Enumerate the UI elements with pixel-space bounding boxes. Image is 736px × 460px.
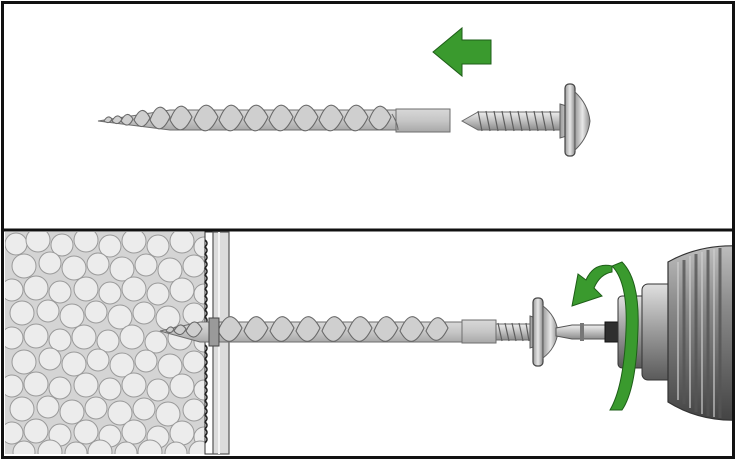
spiral-anchor-bottom (159, 316, 497, 347)
insulation-layer (5, 232, 205, 454)
screw-top (460, 83, 591, 157)
top-panel (97, 26, 591, 157)
arrow-left-icon (432, 26, 492, 78)
spiral-anchor-top (97, 104, 451, 133)
driver-bit (555, 321, 620, 343)
bottom-panel (5, 231, 732, 455)
screw-bottom (495, 297, 559, 367)
rotation-arrow-icon (571, 261, 639, 411)
